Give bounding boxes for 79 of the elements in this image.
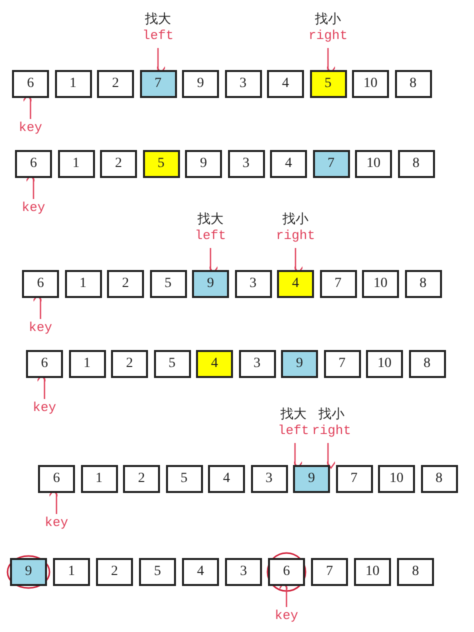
array-cell: 8 <box>398 150 434 178</box>
pointer-note: 找大 <box>198 212 224 228</box>
array-cell: 1 <box>80 465 118 493</box>
pointer-label: right <box>312 423 351 439</box>
pointer-label: left <box>194 228 226 244</box>
array-cell: 7 <box>311 558 348 586</box>
pointer-arrow <box>325 443 337 469</box>
array-cell: 4 <box>182 558 219 586</box>
array-cell: 10 <box>352 70 389 98</box>
array-cell: 1 <box>54 70 92 98</box>
array-cell: 4 <box>267 70 304 98</box>
array-cell: 8 <box>408 350 446 378</box>
pointer-label: key <box>18 120 42 136</box>
array-cell: 8 <box>397 558 434 586</box>
array-cell: 4 <box>270 150 307 178</box>
array-cell: 7 <box>324 350 360 378</box>
array-cell: 1 <box>64 270 102 298</box>
pointer-note: 找小 <box>282 212 308 228</box>
pointer-label: left <box>278 423 310 439</box>
array-cell: 3 <box>224 70 262 98</box>
array-cell: 9 <box>281 350 318 378</box>
array-cell: 6 <box>38 465 75 493</box>
array-cell: 4 <box>208 465 245 493</box>
array-cell: 3 <box>234 270 272 298</box>
pointer-note: 找大 <box>280 407 306 423</box>
pointer-label: key <box>44 515 68 531</box>
array-cell: 10 <box>362 270 399 298</box>
array-cell: 5 <box>310 70 346 98</box>
array-cell: 8 <box>420 465 458 493</box>
array-cell: 6 <box>268 558 305 586</box>
array-cell: 5 <box>154 350 190 378</box>
pointer-label: key <box>274 608 298 624</box>
array-cell: 4 <box>196 350 233 378</box>
pointer-label: key <box>22 200 46 216</box>
array-cell: 8 <box>404 270 442 298</box>
array-cell: 10 <box>366 350 403 378</box>
pointer-note: 找小 <box>318 407 344 423</box>
array-cell: 3 <box>238 350 276 378</box>
array-cell: 9 <box>185 150 222 178</box>
array-cell: 6 <box>15 150 52 178</box>
array-cell: 10 <box>378 465 415 493</box>
array-cell: 2 <box>100 150 137 178</box>
array-cell: 7 <box>140 70 176 98</box>
array-cell: 5 <box>142 150 180 178</box>
array-cell: 3 <box>225 558 262 586</box>
pointer-note: 找大 <box>145 12 171 28</box>
array-cell: 4 <box>277 270 314 298</box>
array-cell: 8 <box>394 70 432 98</box>
array-cell: 7 <box>320 270 356 298</box>
pointer-label: left <box>142 28 174 44</box>
pointer-label: right <box>308 28 348 44</box>
array-cell: 5 <box>139 558 176 586</box>
pointer-label: right <box>276 228 315 244</box>
array-cell: 6 <box>22 270 59 298</box>
array-cell: 3 <box>250 465 288 493</box>
pointer-note: 找小 <box>315 12 341 28</box>
array-cell: 7 <box>312 150 350 178</box>
array-cell: 9 <box>10 558 47 586</box>
array-cell: 10 <box>354 558 391 586</box>
array-cell: 5 <box>166 465 202 493</box>
pointer-label: key <box>28 320 52 336</box>
array-cell: 9 <box>293 465 330 493</box>
array-cell: 2 <box>111 350 148 378</box>
array-cell: 3 <box>228 150 264 178</box>
array-cell: 7 <box>336 465 372 493</box>
array-cell: 9 <box>192 270 229 298</box>
array-cell: 1 <box>68 350 106 378</box>
array-cell: 2 <box>123 465 160 493</box>
array-cell: 9 <box>182 70 219 98</box>
array-cell: 2 <box>97 70 134 98</box>
array-cell: 5 <box>150 270 186 298</box>
array-cell: 6 <box>26 350 63 378</box>
pointer-label: key <box>32 400 56 416</box>
array-cell: 2 <box>96 558 133 586</box>
array-cell: 1 <box>53 558 90 586</box>
array-cell: 2 <box>107 270 144 298</box>
array-cell: 10 <box>355 150 392 178</box>
array-cell: 6 <box>12 70 49 98</box>
array-cell: 1 <box>58 150 94 178</box>
